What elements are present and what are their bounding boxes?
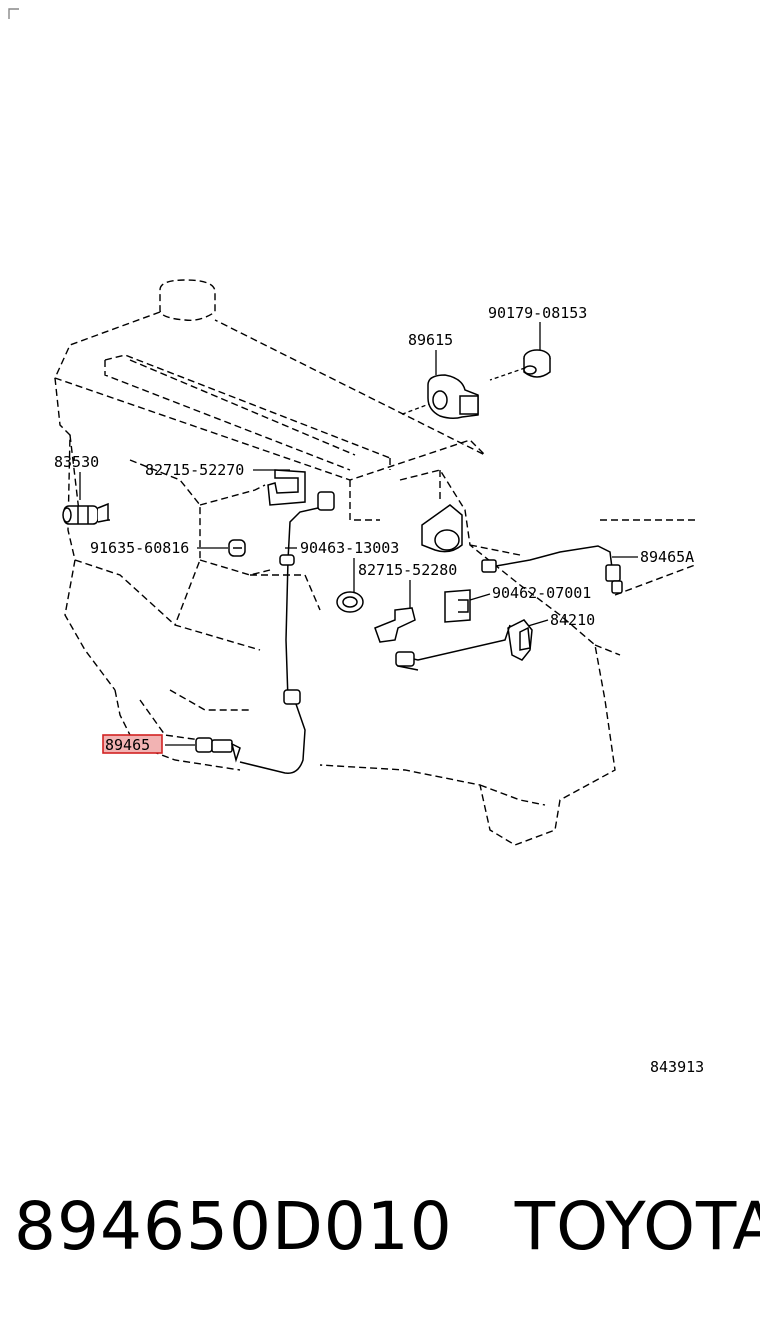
oil-switch-83530-icon <box>62 502 109 525</box>
camshaft-sensor-icon <box>421 504 463 553</box>
label-89615: 89615 <box>408 331 453 349</box>
part-labels: 90179-08153 89615 83530 82715-52270 9163… <box>54 304 704 1076</box>
clamp-90463-icon <box>336 591 364 613</box>
bracket-82715a-icon <box>267 469 306 506</box>
label-90463-13003: 90463-13003 <box>300 539 399 557</box>
diagram-number: 843913 <box>650 1058 704 1076</box>
label-82715-52270: 82715-52270 <box>145 461 244 479</box>
label-91635-60816: 91635-60816 <box>90 539 189 557</box>
footer-caption: 894650D010 TOYOTA <box>14 1188 760 1278</box>
oxygen-sensor-89465-icon <box>195 491 335 774</box>
label-82715-52280: 82715-52280 <box>358 561 457 579</box>
bushing-90179-icon <box>523 349 551 378</box>
footer-part-number: 894650D010 <box>14 1188 453 1265</box>
clip-90462-icon <box>444 589 471 623</box>
part-drawings <box>62 349 623 774</box>
leader-lines <box>79 322 638 746</box>
label-83530: 83530 <box>54 453 99 471</box>
footer-brand: TOYOTA <box>514 1188 760 1265</box>
label-89465[interactable]: 89465 <box>105 736 150 754</box>
engine-outline <box>54 279 696 846</box>
switch-84210-icon <box>395 619 533 671</box>
oxygen-sensor-89465a-icon <box>481 545 623 594</box>
grommet-91635-icon <box>228 539 246 557</box>
knock-sensor-89615-icon <box>427 374 479 420</box>
label-90179-08153: 90179-08153 <box>488 304 587 322</box>
label-89465a: 89465A <box>640 548 694 566</box>
label-84210: 84210 <box>550 611 595 629</box>
highlight-box <box>102 734 163 754</box>
corner-mark-icon <box>8 8 19 19</box>
label-90462-07001: 90462-07001 <box>492 584 591 602</box>
bracket-82715b-icon <box>374 607 416 643</box>
